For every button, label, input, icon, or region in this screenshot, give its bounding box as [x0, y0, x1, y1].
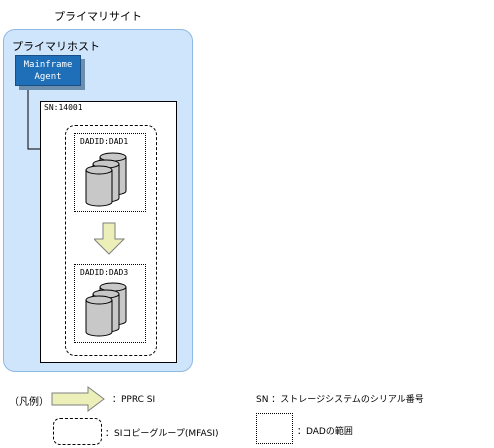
- primary-host-title: プライマリホスト: [12, 40, 100, 53]
- legend-si-copy-group-label: ：SIコピーグループ(MFASI): [105, 429, 219, 439]
- dad3-range: [74, 264, 146, 343]
- mainframe-agent-box: Mainframe Agent: [15, 55, 81, 86]
- dad3-label: DADID:DAD3: [80, 268, 129, 277]
- dad1-label: DADID:DAD1: [80, 137, 129, 146]
- primary-site-title: プライマリサイト: [54, 10, 142, 23]
- dad1-range: [74, 133, 146, 212]
- legend-heading: （凡例）: [9, 397, 49, 408]
- legend-dad-range-label: ：DADの範囲: [297, 427, 353, 437]
- dad1-volume-stack-icon: [85, 152, 127, 207]
- mainframe-agent-line2: Agent: [34, 72, 62, 82]
- legend-arrow-icon: [51, 386, 105, 412]
- si-copy-group-boundary: [65, 125, 157, 356]
- legend-dad-range-symbol: [256, 413, 293, 444]
- legend-pprc-si-label: ：PPRC SI: [112, 395, 156, 405]
- legend-sn-description: SN ：ストレージシステムのシリアル番号: [256, 395, 424, 405]
- pprc-si-copy-arrow: [94, 222, 126, 255]
- legend-si-copy-group-symbol: [53, 418, 102, 445]
- storage-serial-label: SN:14001: [44, 103, 83, 112]
- dad3-volume-stack-icon: [85, 282, 127, 337]
- mainframe-agent-line1: Mainframe: [23, 60, 73, 70]
